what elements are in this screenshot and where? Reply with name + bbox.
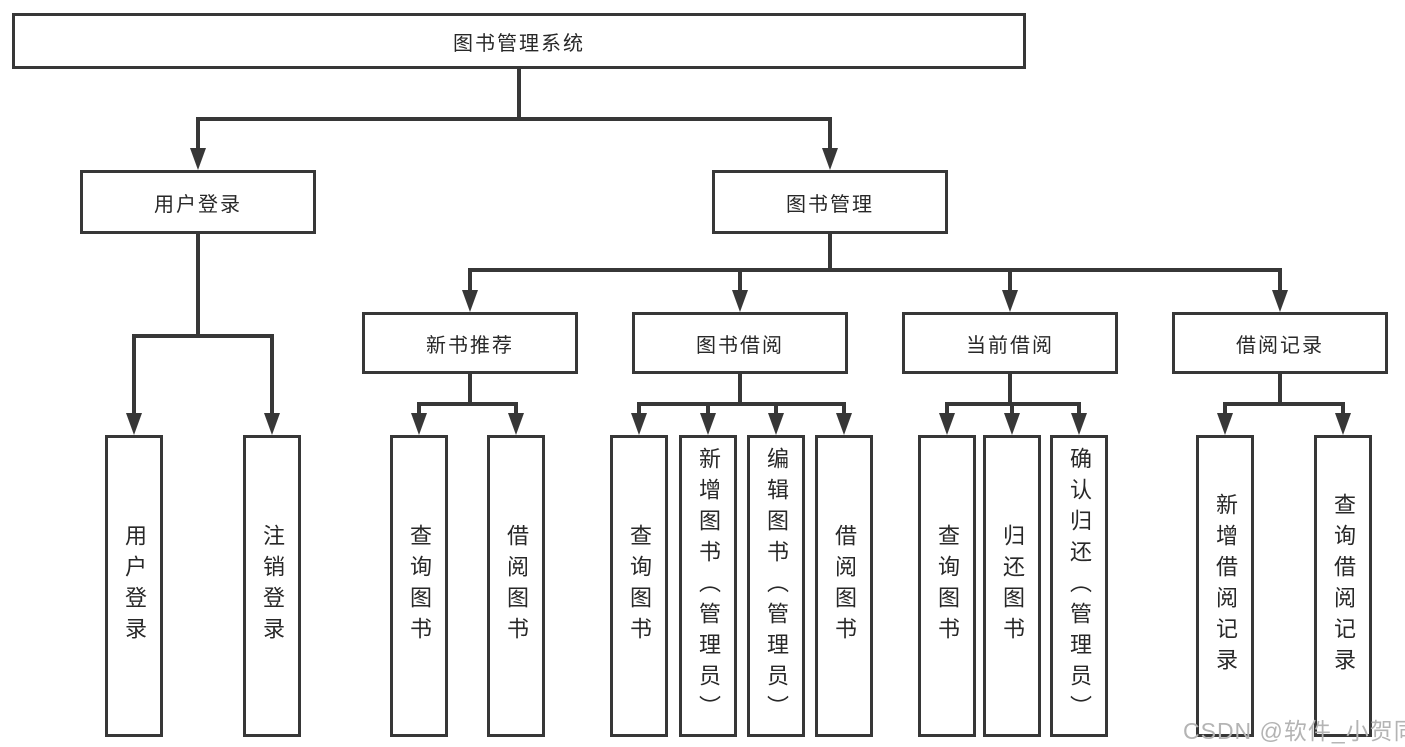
connector-hline <box>637 402 846 406</box>
node-br-add-record-label: 新增借阅记录 <box>1213 493 1238 679</box>
node-bb-borrow-books: 借阅图书 <box>815 435 873 737</box>
node-cb-return-books-label: 归还图书 <box>1000 524 1025 648</box>
arrow-down-icon <box>732 290 748 312</box>
connector-vline <box>1341 404 1345 417</box>
node-current-borrow: 当前借阅 <box>902 312 1118 374</box>
node-book-management-system-label: 图书管理系统 <box>453 32 585 55</box>
node-nbr-query-books: 查询图书 <box>390 435 448 737</box>
node-bb-add-books-admin: 新增图书（管理员） <box>679 435 737 737</box>
node-book-management-system: 图书管理系统 <box>12 13 1026 69</box>
node-user-login: 用户登录 <box>80 170 316 234</box>
connector-vline <box>514 404 518 417</box>
arrow-down-icon <box>190 148 206 170</box>
connector-vline <box>828 119 832 152</box>
arrow-down-icon <box>939 413 955 435</box>
node-br-add-record: 新增借阅记录 <box>1196 435 1254 737</box>
node-user-login-label: 用户登录 <box>154 193 242 216</box>
connector-vline <box>132 336 136 418</box>
arrow-down-icon <box>1335 413 1351 435</box>
node-cb-return-books: 归还图书 <box>983 435 1041 737</box>
node-book-management-label: 图书管理 <box>786 193 874 216</box>
node-new-book-recommend: 新书推荐 <box>362 312 578 374</box>
connector-hline <box>1223 402 1345 406</box>
node-user-login-leaf: 用户登录 <box>105 435 163 737</box>
connector-vline <box>1008 372 1012 404</box>
connector-vline <box>417 404 421 417</box>
arrow-down-icon <box>264 413 280 435</box>
arrow-down-icon <box>1272 290 1288 312</box>
node-br-query-record-label: 查询借阅记录 <box>1331 493 1356 679</box>
connector-hline <box>417 402 518 406</box>
connector-vline <box>842 404 846 417</box>
node-nbr-query-books-label: 查询图书 <box>407 524 432 648</box>
node-br-query-record: 查询借阅记录 <box>1314 435 1372 737</box>
connector-vline <box>196 119 200 152</box>
node-bb-query-books: 查询图书 <box>610 435 668 737</box>
node-book-borrow: 图书借阅 <box>632 312 848 374</box>
connector-vline <box>468 270 472 294</box>
connector-vline <box>637 404 641 417</box>
arrow-down-icon <box>1002 290 1018 312</box>
node-bb-edit-books-admin: 编辑图书（管理员） <box>747 435 805 737</box>
connector-hline <box>468 268 1282 272</box>
connector-vline <box>1278 270 1282 294</box>
node-logout: 注销登录 <box>243 435 301 737</box>
node-cb-query-books: 查询图书 <box>918 435 976 737</box>
node-bb-borrow-books-label: 借阅图书 <box>832 524 857 648</box>
connector-vline <box>774 404 778 417</box>
connector-vline <box>1278 372 1282 404</box>
node-user-login-leaf-label: 用户登录 <box>122 524 147 648</box>
arrow-down-icon <box>768 413 784 435</box>
connector-vline <box>196 233 200 336</box>
node-current-borrow-label: 当前借阅 <box>966 334 1054 357</box>
connector-vline <box>945 404 949 417</box>
node-cb-confirm-return-admin: 确认归还（管理员） <box>1050 435 1108 737</box>
connector-vline <box>738 372 742 404</box>
connector-vline <box>706 404 710 417</box>
arrow-down-icon <box>700 413 716 435</box>
node-nbr-borrow-books-label: 借阅图书 <box>504 524 529 648</box>
arrow-down-icon <box>126 413 142 435</box>
connector-vline <box>270 336 274 418</box>
node-bb-add-books-admin-label: 新增图书（管理员） <box>696 446 721 726</box>
node-new-book-recommend-label: 新书推荐 <box>426 334 514 357</box>
node-bb-edit-books-admin-label: 编辑图书（管理员） <box>764 446 789 726</box>
arrow-down-icon <box>508 413 524 435</box>
node-logout-label: 注销登录 <box>260 524 285 648</box>
connector-vline <box>1008 270 1012 294</box>
arrow-down-icon <box>822 148 838 170</box>
node-book-borrow-label: 图书借阅 <box>696 334 784 357</box>
node-bb-query-books-label: 查询图书 <box>627 524 652 648</box>
node-cb-confirm-return-admin-label: 确认归还（管理员） <box>1067 446 1092 726</box>
connector-vline <box>517 68 521 119</box>
connector-vline <box>1223 404 1227 417</box>
arrow-down-icon <box>1071 413 1087 435</box>
arrow-down-icon <box>1217 413 1233 435</box>
node-borrow-records: 借阅记录 <box>1172 312 1388 374</box>
arrow-down-icon <box>462 290 478 312</box>
connector-hline <box>132 334 274 338</box>
node-borrow-records-label: 借阅记录 <box>1236 334 1324 357</box>
connector-vline <box>1077 404 1081 417</box>
arrow-down-icon <box>411 413 427 435</box>
connector-vline <box>1010 404 1014 417</box>
node-cb-query-books-label: 查询图书 <box>935 524 960 648</box>
node-nbr-borrow-books: 借阅图书 <box>487 435 545 737</box>
arrow-down-icon <box>1004 413 1020 435</box>
connector-hline <box>196 117 832 121</box>
connector-vline <box>738 270 742 294</box>
watermark: CSDN @软件_小贺同学 <box>1183 718 1405 744</box>
connector-vline <box>468 372 472 404</box>
arrow-down-icon <box>836 413 852 435</box>
arrow-down-icon <box>631 413 647 435</box>
connector-vline <box>828 231 832 270</box>
node-book-management: 图书管理 <box>712 170 948 234</box>
